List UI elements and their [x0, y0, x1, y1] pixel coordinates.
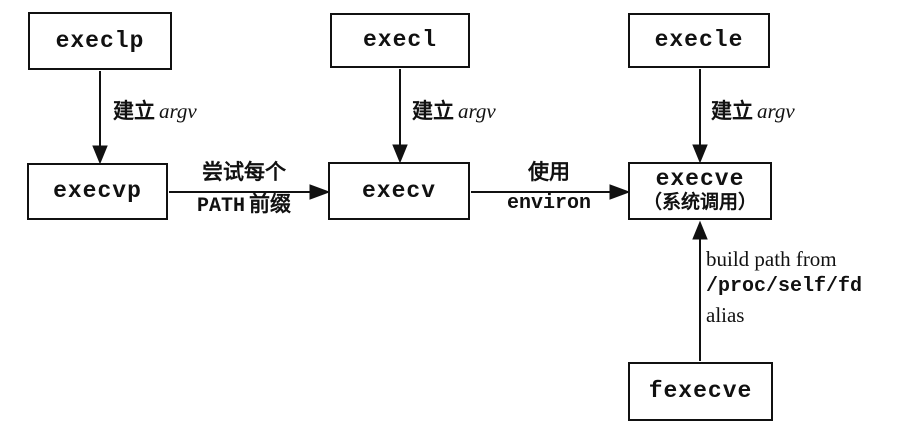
node-execve-label: execve	[655, 166, 745, 193]
edge-label-zh: 使用	[528, 160, 570, 184]
node-execvp-label: execvp	[53, 178, 142, 205]
node-execlp-label: execlp	[55, 27, 145, 54]
node-execve-sublabel: （系统调用）	[642, 192, 757, 214]
edge-label-build-path: build path from /proc/self/fd alias	[706, 245, 862, 329]
edge-label-argv: argv	[757, 99, 795, 123]
node-fexecve: fexecve	[628, 362, 773, 421]
node-execle: execle	[628, 13, 770, 68]
arrow-execlp-to-execvp	[92, 71, 108, 165]
edge-label-execl-to-execv: 建立 argv	[412, 99, 496, 123]
edge-label-zh: 前缀	[249, 192, 291, 216]
node-execle-label: execle	[654, 27, 744, 54]
arrow-execvp-to-execv	[169, 184, 331, 200]
edge-label-argv: argv	[159, 99, 197, 123]
edge-label-zh: 尝试每个	[202, 160, 286, 184]
edge-label-build-path-line1: build path from	[706, 247, 837, 271]
node-fexecve-label: fexecve	[648, 378, 753, 405]
edge-label-environ-code: environ	[506, 192, 591, 215]
arrow-execv-to-execve	[471, 184, 631, 200]
edge-label-argv: argv	[458, 99, 496, 123]
edge-label-try-each-line2: PATH 前缀	[168, 192, 320, 218]
arrow-fexecve-to-execve	[692, 220, 708, 361]
edge-label-use-environ-line2: environ	[473, 193, 625, 215]
edge-label-proc-self-fd-code: /proc/self/fd	[706, 275, 863, 298]
arrow-execl-to-execv	[392, 69, 408, 164]
node-execve: execve （系统调用）	[628, 162, 772, 220]
arrow-execle-to-execve	[692, 69, 708, 164]
node-execlp: execlp	[28, 12, 172, 70]
edge-label-execlp-to-execvp: 建立 argv	[113, 99, 197, 123]
edge-label-execle-to-execve: 建立 argv	[711, 99, 795, 123]
node-execvp: execvp	[27, 163, 168, 220]
edge-label-path-code: PATH	[196, 195, 245, 218]
edge-label-use-environ-line1: 使用	[473, 160, 625, 184]
edge-label-zh: 建立	[412, 99, 454, 123]
node-execv-label: execv	[361, 177, 436, 204]
edge-label-try-each-line1: 尝试每个	[168, 160, 320, 184]
node-execv: execv	[328, 162, 470, 220]
edge-label-zh: 建立	[711, 99, 753, 123]
edge-label-build-path-line3: alias	[706, 303, 745, 327]
node-execl-label: execl	[362, 27, 437, 54]
node-execl: execl	[330, 13, 470, 68]
edge-label-zh: 建立	[113, 99, 155, 123]
